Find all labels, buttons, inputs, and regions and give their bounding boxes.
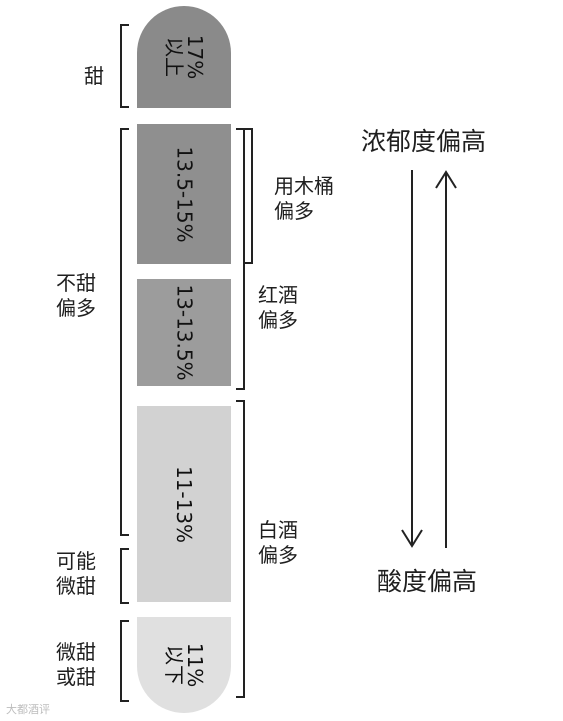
arrows-graphic (401, 170, 457, 548)
label-oak-barrel: 用木桶 偏多 (274, 174, 334, 223)
label-white-wine: 白酒 偏多 (258, 518, 298, 567)
up-arrow-icon (435, 170, 457, 189)
segment-13-5-to-15: 13.5-15% (137, 124, 231, 264)
segment-13-to-13-5-label: 13-13.5% (172, 284, 197, 381)
label-sweet: 甜 (84, 64, 104, 88)
arrow-top-label: 浓郁度偏高 (361, 127, 487, 156)
down-arrow-icon (401, 529, 423, 548)
right-bracket-white-wine (236, 400, 245, 698)
left-bracket-maybe-slightly-sweet (120, 548, 129, 604)
segment-11-to-13-label: 11-13% (172, 465, 197, 543)
segment-13-5-to-15-label: 13.5-15% (172, 145, 197, 243)
label-red-wine: 红酒 偏多 (258, 283, 298, 332)
watermark: 大都酒评 (6, 703, 50, 716)
segment-11-minus-label: 11% 以下 (161, 642, 207, 688)
segment-11-minus: 11% 以下 (137, 617, 231, 713)
label-slightly-or-sweet: 微甜 或甜 (56, 640, 96, 689)
right-bracket-red-wine (236, 128, 245, 390)
label-not-sweet: 不甜 偏多 (56, 271, 96, 320)
label-maybe-slightly-sweet: 可能 微甜 (56, 549, 96, 598)
arrow-bottom-label: 酸度偏高 (377, 567, 478, 596)
segment-13-to-13-5: 13-13.5% (137, 279, 231, 386)
left-bracket-slightly-or-sweet (120, 620, 129, 702)
segment-17-plus: 17% 以上 (137, 6, 231, 108)
left-bracket-sweet (120, 24, 129, 108)
left-bracket-not-sweet (120, 128, 129, 536)
segment-11-to-13: 11-13% (137, 406, 231, 602)
segment-17-plus-label: 17% 以上 (161, 34, 207, 80)
right-bracket-oak-barrel (244, 128, 253, 264)
